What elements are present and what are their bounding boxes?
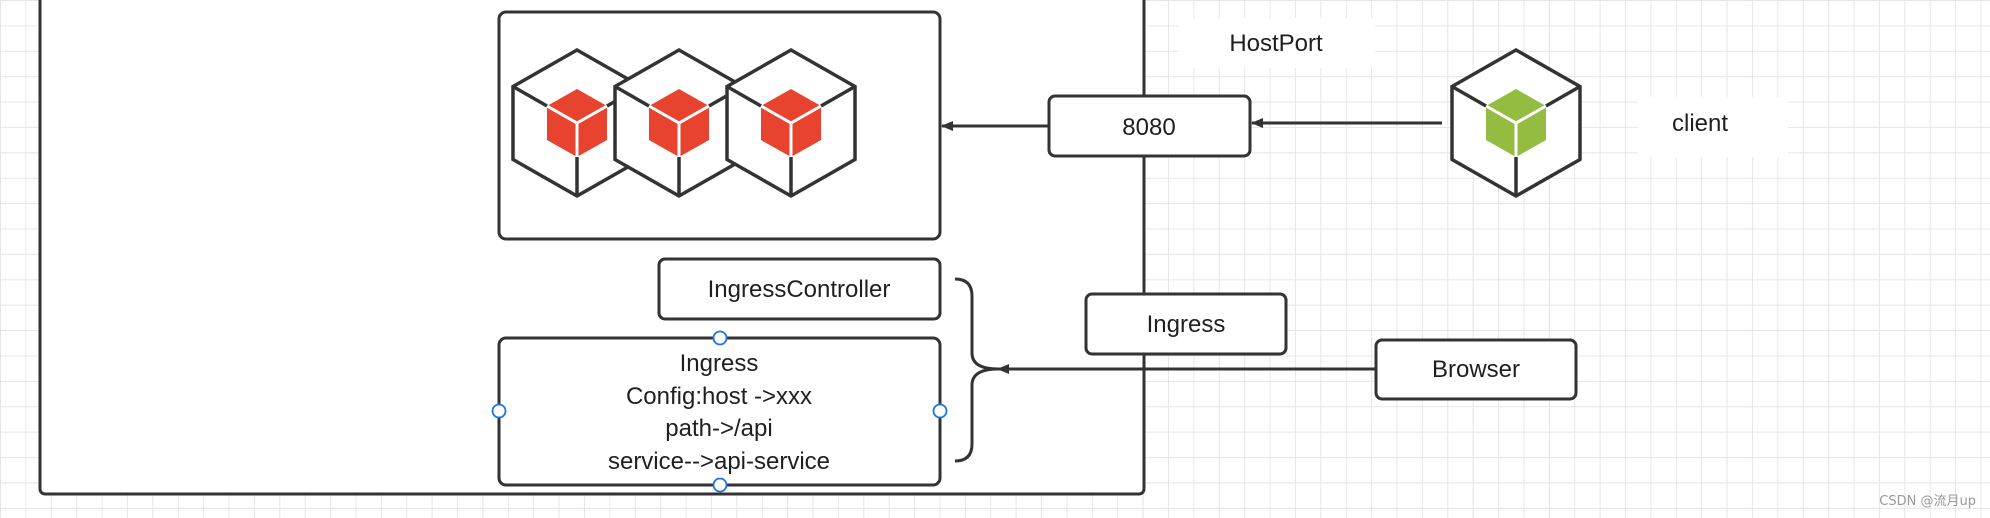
config-line-host: Config:host ->xxx: [626, 383, 812, 410]
resize-handle-bottom[interactable]: [712, 477, 728, 493]
hostport-label: HostPort: [1229, 30, 1323, 57]
client-cube-icon: [1450, 47, 1582, 199]
browser-box: [1374, 338, 1578, 401]
config-line-service: service-->api-service: [608, 448, 830, 475]
client-label: client: [1672, 110, 1728, 137]
client-label-bg: [1638, 97, 1788, 157]
pod-cube-icons: [511, 47, 857, 199]
ingress-controller-box: [657, 257, 942, 321]
resize-handle-right[interactable]: [932, 403, 948, 419]
browser-label: Browser: [1432, 356, 1520, 383]
ingress-box: [1084, 292, 1288, 356]
selection-handles[interactable]: [491, 330, 948, 493]
pod-cube-icon-3: [725, 47, 857, 199]
ingress-controller-label: IngressController: [708, 276, 891, 303]
resize-handle-top[interactable]: [712, 330, 728, 346]
grouping-brace: [954, 277, 999, 463]
port-8080-label: 8080: [1122, 114, 1175, 141]
resize-handle-left[interactable]: [491, 403, 507, 419]
hostport-label-bg: [1178, 18, 1375, 68]
config-line-path: path->/api: [665, 415, 772, 442]
ingress-label: Ingress: [1147, 311, 1226, 338]
config-line-ingress: Ingress: [680, 350, 759, 377]
watermark: CSDN @流月up: [1879, 494, 1976, 509]
client-cube-icon: [1450, 47, 1582, 199]
